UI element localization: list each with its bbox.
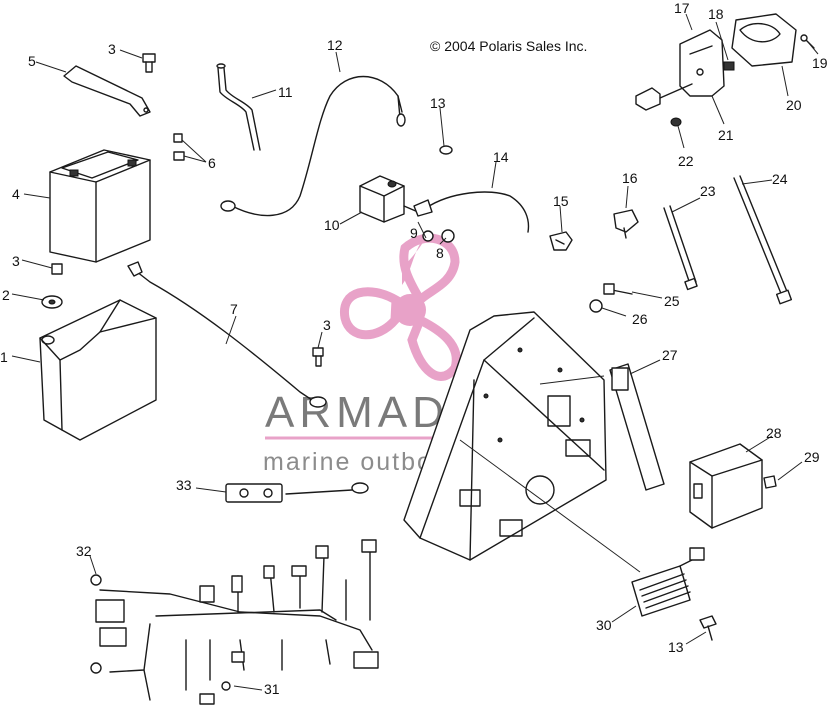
relay-screw — [800, 34, 815, 49]
callout-2: 2 — [2, 287, 10, 303]
callout-21: 21 — [718, 127, 734, 143]
callout-numbers: 1 2 3 3 3 4 5 6 7 8 9 10 11 12 13 13 14 … — [0, 0, 828, 697]
callout-13b: 13 — [668, 639, 684, 655]
armada-propeller-logo — [340, 233, 461, 381]
callout-4: 4 — [12, 186, 20, 202]
callout-23: 23 — [700, 183, 716, 199]
ground-cable — [413, 191, 530, 233]
hold-down-strap — [63, 65, 151, 117]
callout-17: 17 — [674, 0, 690, 16]
callout-15: 15 — [553, 193, 569, 209]
relay-connector — [635, 83, 693, 111]
mounting-bolt — [603, 283, 633, 295]
callout-24: 24 — [772, 171, 788, 187]
screw-regulator — [699, 615, 717, 641]
wire-clip — [549, 231, 573, 251]
callout-1: 1 — [0, 349, 8, 365]
copyright-text: © 2004 Polaris Sales Inc. — [430, 38, 587, 54]
callout-5: 5 — [28, 53, 36, 69]
callout-8: 8 — [436, 245, 444, 261]
screw-pair — [173, 133, 185, 161]
mounting-nut — [589, 299, 603, 313]
callout-3b: 3 — [12, 253, 20, 269]
bolt-top — [142, 53, 156, 73]
cdi-module — [689, 443, 763, 529]
callout-26: 26 — [632, 311, 648, 327]
callout-12: 12 — [327, 37, 343, 53]
callout-18: 18 — [708, 6, 724, 22]
leader-lines — [11, 13, 819, 691]
callout-16: 16 — [622, 170, 638, 186]
callout-14: 14 — [493, 149, 509, 165]
cable-tie-short — [663, 205, 698, 291]
wiring-harness — [90, 539, 379, 705]
callout-29: 29 — [804, 449, 820, 465]
callout-10: 10 — [324, 217, 340, 233]
battery-cable-negative — [127, 261, 327, 408]
washer — [41, 295, 63, 309]
callout-7: 7 — [230, 301, 238, 317]
cable-tie-long — [733, 175, 793, 305]
callout-9: 9 — [410, 225, 418, 241]
support-bracket — [609, 363, 665, 491]
bolt-center — [312, 347, 324, 367]
callout-33: 33 — [176, 477, 192, 493]
rubber-boot — [216, 63, 261, 151]
callout-27: 27 — [662, 347, 678, 363]
electrical-mounting-plate — [403, 311, 607, 561]
callout-3a: 3 — [108, 41, 116, 57]
callout-6: 6 — [208, 155, 216, 171]
battery-box — [39, 299, 157, 441]
screw-solenoid — [439, 145, 453, 155]
battery — [49, 149, 151, 263]
callout-32: 32 — [76, 543, 92, 559]
module-screw — [763, 475, 777, 489]
lock-washer — [422, 230, 434, 242]
callout-13a: 13 — [430, 95, 446, 111]
callout-19: 19 — [812, 55, 828, 71]
callout-11: 11 — [278, 84, 293, 100]
fuse-link — [225, 482, 369, 503]
callout-25: 25 — [664, 293, 680, 309]
starter-solenoid — [359, 175, 419, 223]
relay-cover — [731, 13, 797, 67]
callout-28: 28 — [766, 425, 782, 441]
relay-nut — [670, 117, 682, 127]
relay-mount-bracket — [679, 29, 725, 97]
cable-clamp — [613, 209, 639, 239]
callout-22: 22 — [678, 153, 694, 169]
callout-3c: 3 — [323, 317, 331, 333]
relay-pin — [723, 61, 735, 71]
bolt-left — [51, 263, 63, 275]
callout-20: 20 — [786, 97, 802, 113]
battery-cable-positive — [220, 75, 406, 217]
callout-30: 30 — [596, 617, 612, 633]
voltage-regulator — [631, 547, 705, 617]
callout-31: 31 — [264, 681, 280, 697]
